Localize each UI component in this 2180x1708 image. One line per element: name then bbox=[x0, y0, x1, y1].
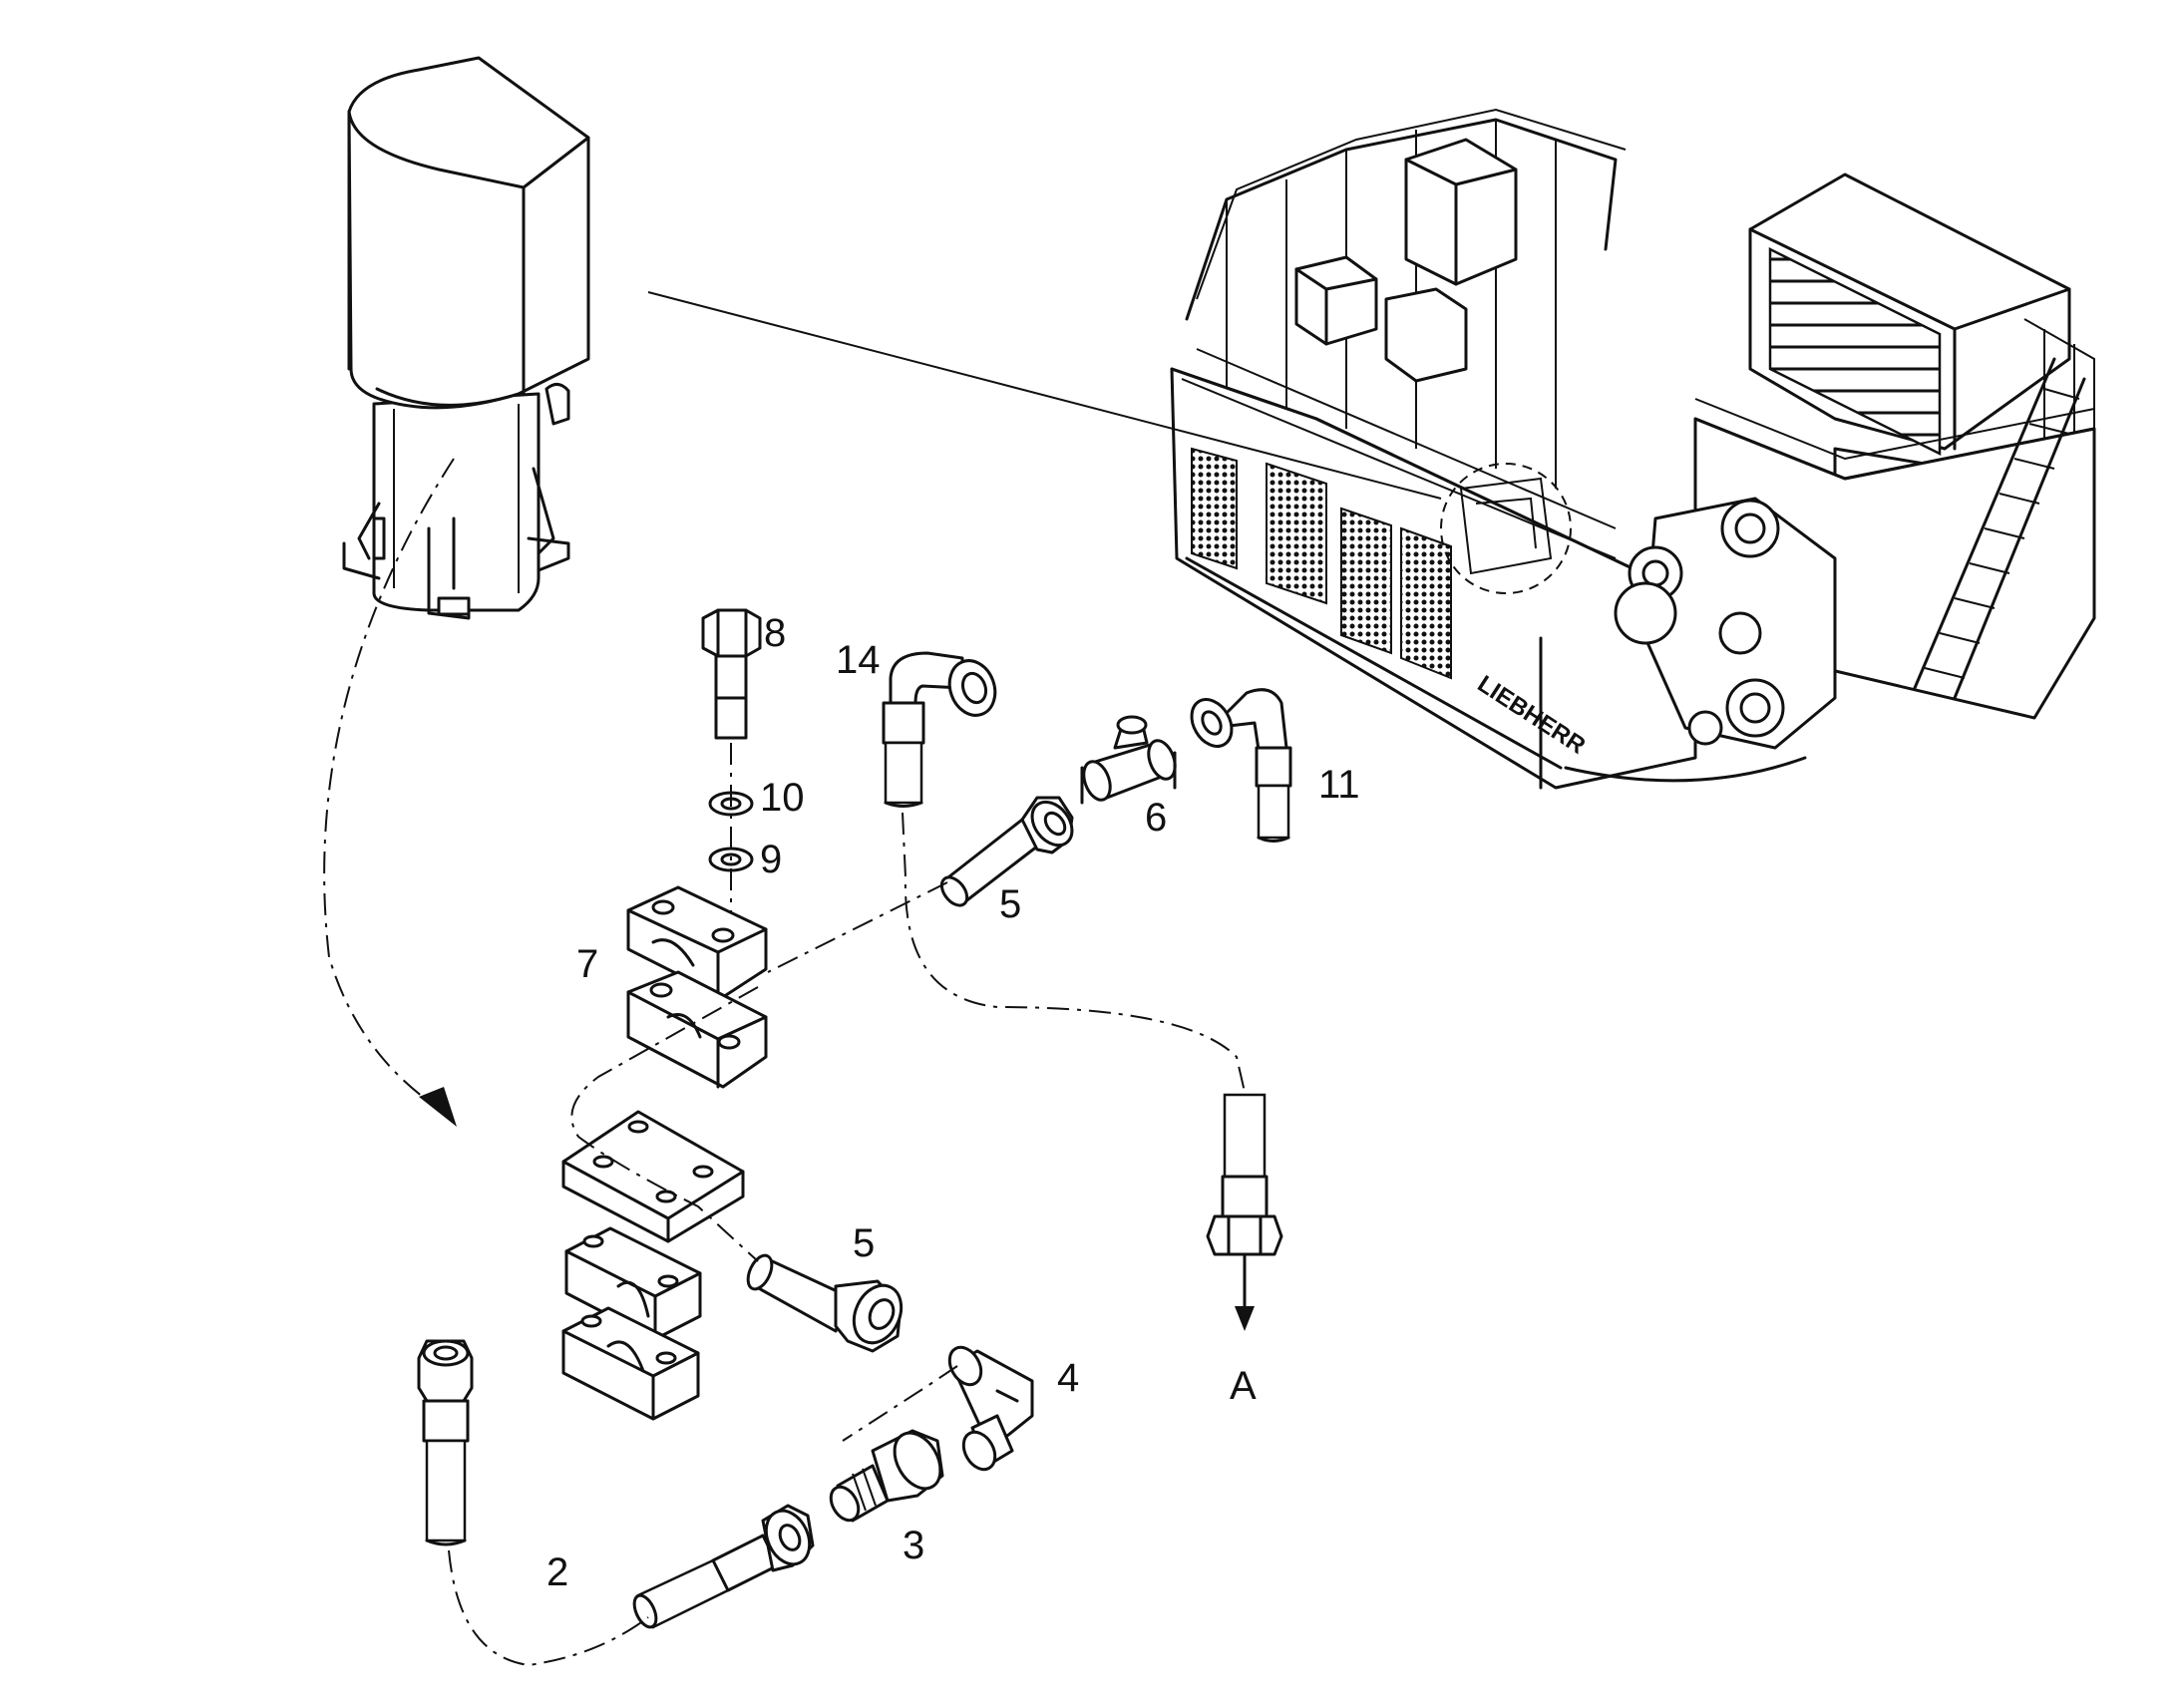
hose-elbow-11 bbox=[1190, 688, 1292, 843]
hose-2 bbox=[417, 1339, 815, 1629]
adapter-3 bbox=[829, 1429, 944, 1523]
callout-8: 8 bbox=[764, 611, 786, 655]
excavator-superstructure: LIEBHERR bbox=[1170, 108, 2096, 790]
callout-5-lower: 5 bbox=[853, 1221, 875, 1265]
callout-5-upper: 5 bbox=[999, 882, 1021, 926]
callout-4: 4 bbox=[1057, 1356, 1079, 1400]
callout-labels: 8 14 10 9 7 5 6 11 5 4 3 2 A bbox=[546, 611, 1360, 1594]
routing-lines bbox=[448, 812, 1246, 1667]
hose-to-A bbox=[1206, 1093, 1283, 1331]
clamp-half-lower bbox=[626, 970, 768, 1089]
bolt-8 bbox=[701, 608, 762, 740]
clamp-half-upper bbox=[626, 885, 768, 999]
elbow-fitting-4 bbox=[947, 1345, 1034, 1472]
grease-tank bbox=[342, 56, 590, 620]
detail-circle bbox=[1440, 463, 1572, 594]
callout-6: 6 bbox=[1145, 796, 1167, 840]
pipe-5-lower bbox=[746, 1253, 904, 1353]
hose-elbow-14 bbox=[882, 651, 997, 808]
callout-3: 3 bbox=[903, 1524, 924, 1567]
callout-10: 10 bbox=[760, 776, 805, 820]
tee-fitting-6 bbox=[1080, 715, 1177, 805]
assembly-arrow bbox=[323, 458, 457, 1127]
callout-14: 14 bbox=[836, 638, 881, 682]
callout-7: 7 bbox=[576, 942, 598, 986]
callout-2: 2 bbox=[546, 1550, 568, 1594]
pipe-5-upper bbox=[939, 796, 1074, 907]
callout-11: 11 bbox=[1318, 763, 1360, 807]
callout-9: 9 bbox=[760, 838, 782, 881]
callout-A: A bbox=[1230, 1364, 1257, 1408]
cover-plate bbox=[561, 1110, 745, 1243]
leader-line bbox=[647, 291, 1442, 500]
clamp-block-lower bbox=[561, 1306, 700, 1421]
